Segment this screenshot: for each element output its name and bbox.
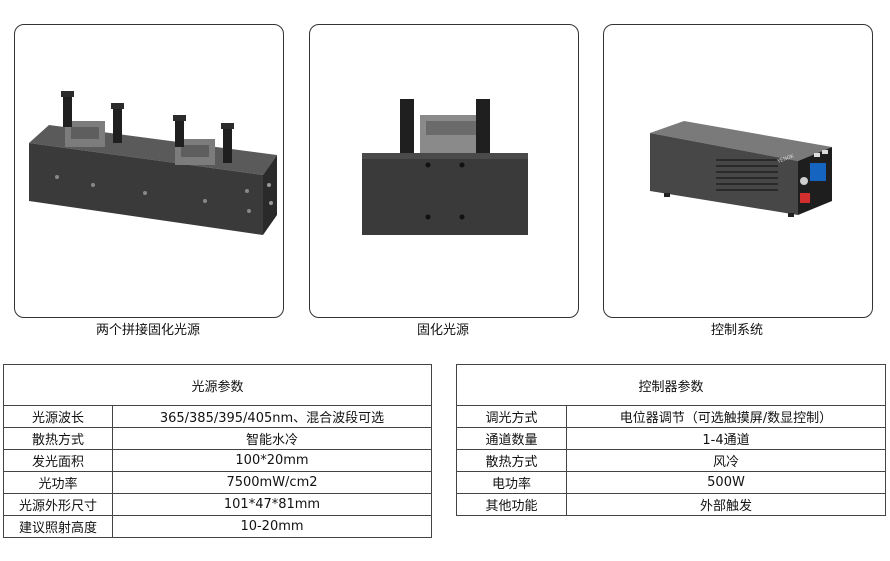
uv-light-module-front-image [362, 99, 528, 235]
table-row: 散热方式风冷 [456, 449, 886, 472]
product-card-dual-light [14, 24, 284, 318]
controller-box-image: YENOK [650, 121, 832, 217]
control-table-title: 控制器参数 [456, 364, 886, 406]
product-card-single-light [309, 24, 579, 318]
product-caption-1: 两个拼接固化光源 [95, 323, 200, 338]
table-row: 散热方式智能水冷 [3, 427, 432, 450]
product-caption-2: 固化光源 [416, 323, 469, 338]
table-row: 其他功能外部触发 [456, 493, 886, 516]
table-row: 调光方式电位器调节（可选触摸屏/数显控制） [456, 405, 886, 428]
dual-uv-light-module-image [29, 91, 277, 235]
product-card-controller: YENOK [603, 24, 873, 318]
product-caption-3: 控制系统 [710, 323, 763, 338]
light-table-title: 光源参数 [3, 364, 432, 406]
